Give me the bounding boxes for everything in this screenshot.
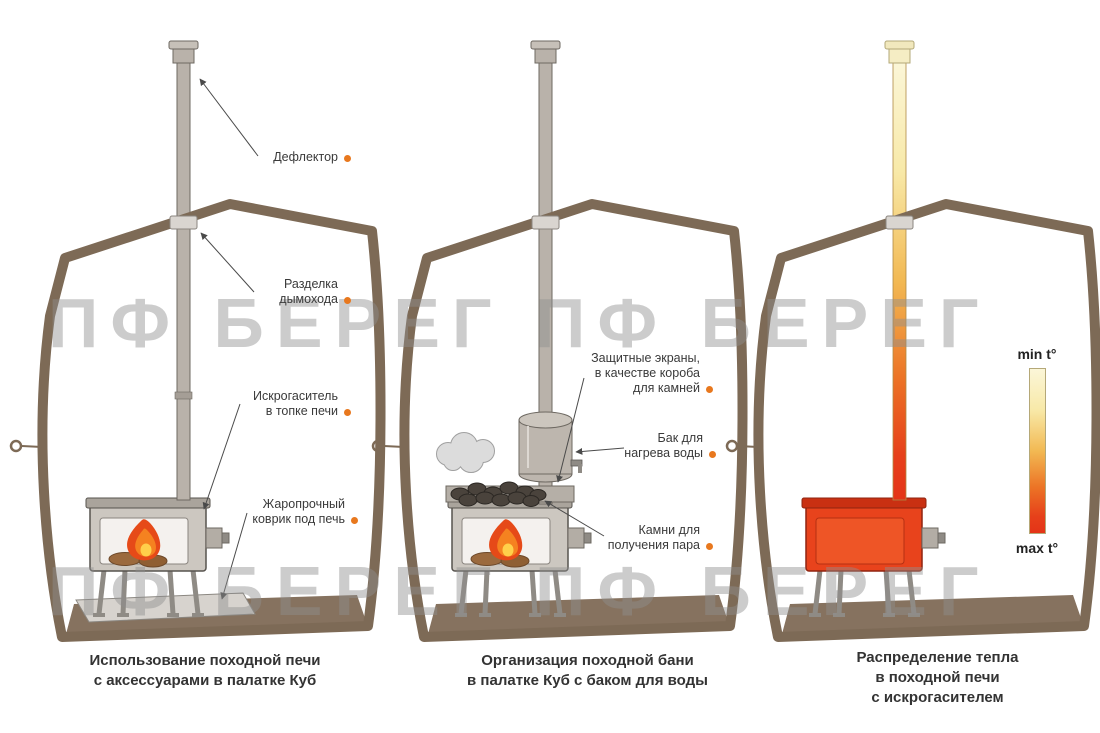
deflector-cap — [530, 40, 561, 64]
label-flashing: Разделка дымохода — [240, 277, 351, 307]
label-text: Искрогаситель в топке печи — [252, 389, 338, 418]
leader-screens — [556, 377, 585, 483]
label-text: Дефлектор — [273, 150, 338, 164]
flame-icon — [461, 517, 551, 568]
tank-tap — [570, 459, 583, 473]
leader-tank — [575, 447, 625, 455]
chimney-pipe-upper — [538, 61, 553, 421]
tent-interior — [42, 204, 381, 637]
marker-dot-icon — [706, 386, 713, 393]
label-deflector: Дефлектор — [185, 150, 351, 165]
label-mat: Жаропрочный коврик под печь — [230, 497, 358, 527]
label-spark-arrester: Искрогаситель в топке печи — [230, 389, 351, 419]
temp-scale-min-label: min t° — [1017, 346, 1057, 362]
label-text: Камни для получения пара — [607, 523, 700, 552]
heat-gradient-chimney — [892, 61, 907, 501]
label-text: Бак для нагрева воды — [624, 431, 703, 460]
chimney-joint — [174, 391, 193, 400]
stove — [447, 497, 592, 617]
leader-stones — [544, 500, 605, 537]
label-text: Жаропрочный коврик под печь — [252, 497, 345, 526]
flame-icon — [99, 517, 189, 568]
flashing-collar — [885, 215, 914, 230]
label-screens: Защитные экраны, в качестве короба для к… — [578, 351, 713, 396]
temperature-scale-bar — [1029, 368, 1046, 534]
marker-dot-icon — [344, 155, 351, 162]
leader-spark-arrester — [202, 403, 241, 510]
leader-lines — [199, 78, 625, 600]
deflector-cap — [884, 40, 915, 64]
caption-panel1: Использование походной печи с аксессуара… — [89, 652, 321, 689]
deflector-cap — [168, 40, 199, 64]
chimney-pipe — [176, 61, 191, 501]
panel2-graphic — [371, 40, 743, 637]
caption-panel2: Организация походной бани в палатке Куб … — [467, 652, 708, 689]
flashing-collar — [531, 215, 560, 230]
label-stones: Камни для получения пара — [592, 523, 713, 553]
marker-dot-icon — [709, 451, 716, 458]
temp-scale-max-label: max t° — [1015, 540, 1059, 556]
label-text: Защитные экраны, в качестве короба для к… — [591, 351, 700, 395]
panel1-graphic — [9, 40, 381, 637]
label-tank: Бак для нагрева воды — [592, 431, 716, 461]
leader-deflector — [199, 78, 259, 157]
label-text: Разделка дымохода — [279, 277, 338, 306]
leader-mat — [220, 512, 248, 600]
marker-dot-icon — [351, 517, 358, 524]
tent-tie-loop — [9, 439, 44, 453]
stones — [450, 481, 547, 507]
panel3-graphic — [725, 40, 1097, 637]
marker-dot-icon — [344, 409, 351, 416]
flashing-collar — [169, 215, 198, 230]
caption-panel3: Распределение тепла в походной печи с ис… — [856, 649, 1019, 706]
marker-dot-icon — [344, 297, 351, 304]
hot-stove — [801, 497, 946, 617]
marker-dot-icon — [706, 543, 713, 550]
leader-flashing — [200, 232, 255, 293]
